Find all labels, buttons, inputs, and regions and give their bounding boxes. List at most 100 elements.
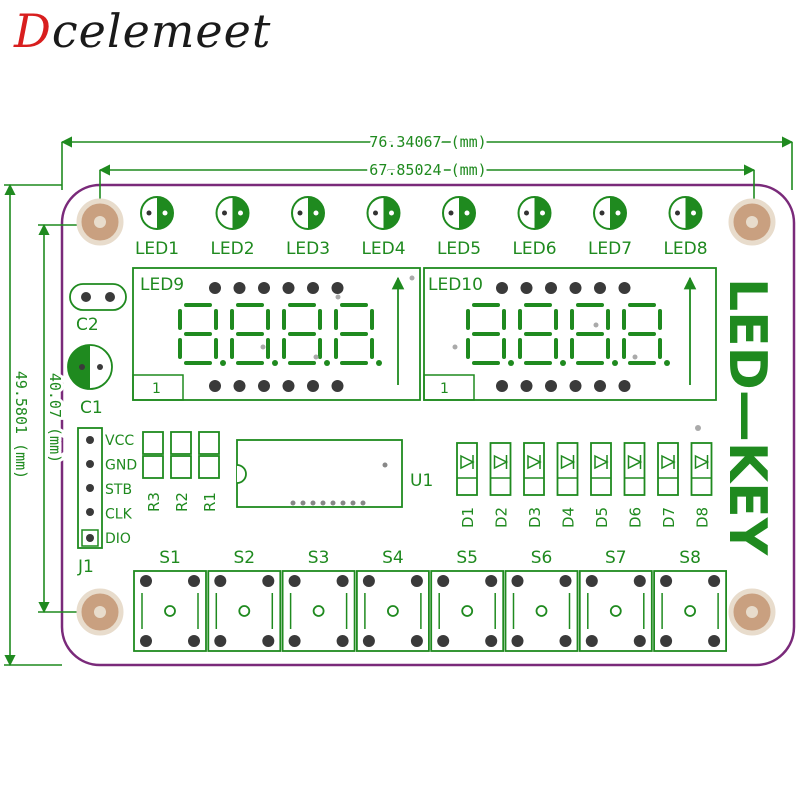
resistors: R3 R2 R1 — [142, 431, 220, 512]
switch-label: S4 — [382, 548, 404, 568]
switch-s6: S6 — [504, 548, 579, 652]
diode-label: D1 — [459, 507, 477, 528]
diode-d3: D3 — [523, 442, 545, 528]
diode-label: D3 — [526, 507, 544, 528]
display-right-pin1: 1 — [440, 381, 449, 397]
capacitor-c1: C1 — [67, 344, 113, 418]
diode-d4: D4 — [556, 442, 579, 528]
c2-label: C2 — [76, 315, 99, 335]
led-top-label: LED2 — [210, 239, 254, 259]
seven-segment-digit — [334, 303, 382, 366]
resistor-r1: R1 — [198, 431, 220, 512]
diode-d2: D2 — [489, 442, 512, 528]
c1-label: C1 — [80, 398, 103, 418]
header-j1: J1 — [77, 427, 103, 577]
diode-d8: D8 — [690, 442, 713, 528]
switch-s5: S5 — [430, 548, 505, 652]
resistor-r2: R2 — [170, 431, 192, 512]
switch-s2: S2 — [207, 548, 282, 652]
led-top-label: LED7 — [588, 239, 632, 259]
header-pin-label: GND — [105, 458, 137, 474]
switch-label: S2 — [233, 548, 255, 568]
diode-label: D5 — [593, 507, 611, 528]
diode-d5: D5 — [590, 442, 612, 528]
switch-label: S6 — [531, 548, 553, 568]
led-top-4: LED4 — [361, 196, 406, 259]
dimension-lines — [4, 136, 794, 667]
switch-label: S7 — [605, 548, 627, 568]
switch-s4: S4 — [355, 548, 430, 652]
header-pin-label: VCC — [105, 433, 134, 449]
brand-first-letter: D — [14, 4, 52, 58]
led-top-8: LED8 — [663, 196, 708, 259]
switch-label: S3 — [308, 548, 330, 568]
led-top-label: LED8 — [663, 239, 707, 259]
switches: S1 S2 S3 S4 S5 S6 S7 S8 — [133, 548, 727, 652]
resistor-label: R2 — [173, 492, 191, 512]
led-top-label: LED1 — [135, 239, 179, 259]
led-top-1: LED1 — [135, 196, 179, 259]
ic-u1: U1 — [236, 439, 433, 508]
display-right: LED10 1 — [423, 267, 717, 401]
diode-d1: D1 — [456, 442, 478, 528]
led-top-label: LED3 — [286, 239, 330, 259]
display-left-pin1: 1 — [152, 381, 161, 397]
board-title: LED—KEY — [717, 278, 777, 557]
dim-overall-width: 76.34067 (mm) — [369, 133, 486, 151]
switch-s3: S3 — [281, 548, 356, 652]
top-leds: LED1 LED2 LED3 LED4 LED5 LED6 LED7 LED8 — [135, 196, 708, 259]
seven-segment-digit — [570, 303, 618, 366]
header-pin-label: CLK — [105, 507, 133, 523]
brand-rest: celemeet — [51, 4, 272, 58]
seven-segment-digit — [282, 303, 330, 366]
resistor-label: R3 — [145, 492, 163, 512]
j1-label: J1 — [77, 557, 94, 577]
display-left-label: LED9 — [140, 275, 184, 295]
u1-label: U1 — [410, 471, 433, 491]
seven-segment-digit — [518, 303, 566, 366]
display-left: LED9 1 — [132, 267, 421, 401]
led-top-7: LED7 — [588, 196, 632, 259]
seven-segment-digit — [466, 303, 514, 366]
led-top-2: LED2 — [210, 196, 255, 259]
display-pins — [209, 275, 638, 392]
led-top-5: LED5 — [437, 196, 481, 259]
mounting-holes — [76, 198, 776, 636]
display-right-label: LED10 — [428, 275, 483, 295]
diode-label: D7 — [660, 507, 678, 528]
dim-hole-spacing-y: 40.07 (mm) — [46, 373, 64, 463]
header-pin-labels: VCC GND STB CLK DIO — [105, 433, 137, 547]
resistor-label: R1 — [201, 492, 219, 512]
diode-label: D8 — [694, 507, 712, 528]
seven-segment-digit — [622, 303, 670, 366]
switch-label: S1 — [159, 548, 181, 568]
header-pin-label: STB — [105, 482, 132, 498]
seven-segment-digit — [178, 303, 226, 366]
switch-s1: S1 — [133, 548, 207, 652]
dim-hole-spacing-x: 67.85024 (mm) — [369, 161, 486, 179]
seven-segment-digit — [230, 303, 278, 366]
led-top-6: LED6 — [512, 196, 557, 259]
diode-d7: D7 — [657, 442, 679, 528]
diodes: D1 D2 D3 D4 D5 D6 D7 D8 — [456, 442, 713, 528]
capacitor-c2: C2 — [69, 283, 127, 335]
header-pin-label: DIO — [105, 531, 131, 547]
switch-s7: S7 — [578, 548, 653, 652]
switch-label: S5 — [456, 548, 478, 568]
seven-segment-digits — [178, 303, 670, 366]
led-top-3: LED3 — [286, 196, 330, 259]
led-top-label: LED6 — [512, 239, 556, 259]
diode-label: D2 — [493, 507, 511, 528]
switch-label: S8 — [679, 548, 701, 568]
diode-d6: D6 — [623, 442, 646, 528]
brand-logo: Dcelemeet — [14, 4, 271, 58]
switch-s8: S8 — [653, 548, 727, 652]
led-top-label: LED5 — [437, 239, 481, 259]
led-top-label: LED4 — [361, 239, 405, 259]
resistor-r3: R3 — [142, 431, 164, 512]
board-outline — [60, 183, 796, 667]
diode-label: D4 — [560, 507, 578, 528]
dim-overall-height: 49.5801 (mm) — [12, 371, 30, 479]
diode-label: D6 — [627, 507, 645, 528]
